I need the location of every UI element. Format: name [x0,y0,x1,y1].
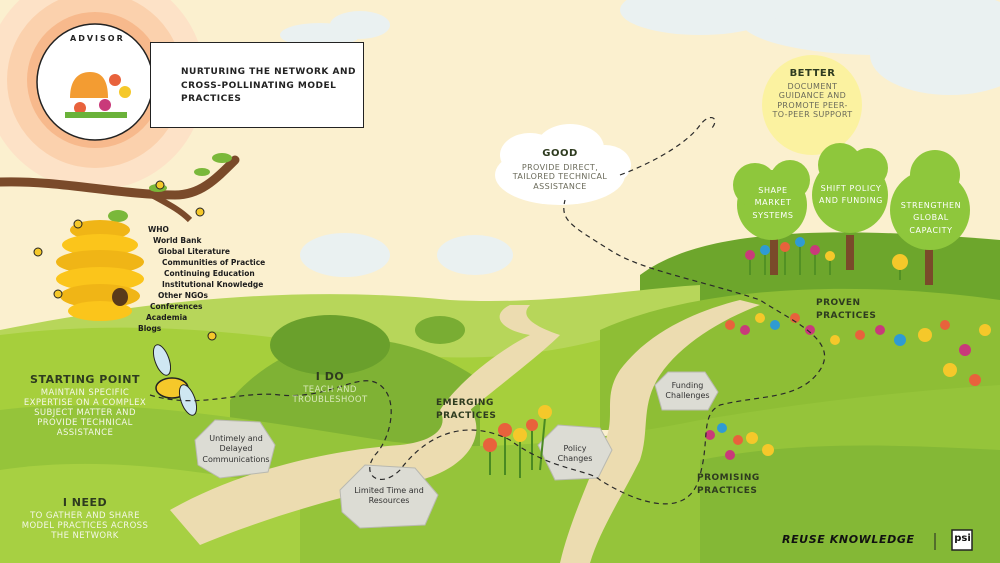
flower-icons [483,237,991,478]
rocks [194,371,719,529]
starting-point-title: STARTING POINT [30,373,140,386]
good-text: PROVIDE DIRECT, TAILORED TECHNICAL ASSIS… [512,163,608,191]
branch [0,153,240,223]
bush [270,315,390,375]
i-do-title: I DO [315,370,345,383]
source-academia: Academia [146,313,188,322]
advisor-badge [36,23,154,141]
emerging-practices-label: EMERGING PRACTICES [436,398,497,422]
psi-logo-box [951,529,973,551]
proven-practices-label: PROVEN PRACTICES [816,298,877,322]
better-glow [762,55,862,155]
obstacle-funding: Funding Challenges [665,381,710,401]
source-global-literature: Global Literature [158,247,230,256]
better-title: BETTER [789,68,836,79]
tree-shift-policy: SHIFT POLICY AND FUNDING [819,184,883,206]
obstacle-untimely: Untimely and Delayed Communications [202,434,270,464]
journey-path [149,199,826,505]
i-need-text: TO GATHER AND SHARE MODEL PRACTICES ACRO… [21,511,149,542]
footer-tagline: REUSE KNOWLEDGE [782,533,915,546]
source-continuing-education: Continuing Education [164,269,255,278]
dirt-path [170,300,760,563]
tree-shape-market: SHAPE MARKET SYSTEMS [752,186,794,220]
source-conferences: Conferences [150,302,203,311]
beehive-icon [56,220,144,321]
source-other-ngos: Other NGOs [158,291,208,300]
promising-practices-label: PROMISING PRACTICES [697,473,760,497]
bee-icons [33,180,217,416]
obstacle-policy: Policy Changes [557,444,593,464]
source-who: WHO [148,225,169,234]
psi-logo: psi [954,533,971,544]
good-cloud [495,124,631,205]
advisor-badge-label: ADVISOR [70,34,125,43]
tree-strengthen: STRENGTHEN GLOBAL CAPACITY [900,201,962,235]
journey-path-upper [619,117,716,176]
i-need-title: I NEED [62,496,108,509]
clouds [280,0,1000,277]
source-world-bank: World Bank [153,236,202,245]
bush-small [415,316,465,344]
tree-icons [733,143,970,285]
better-text: DOCUMENT GUIDANCE AND PROMOTE PEER-TO-PE… [772,82,853,120]
i-do-text: TEACH AND TROUBLESHOOT [292,385,368,406]
starting-point-text: MAINTAIN SPECIFIC EXPERTISE ON A COMPLEX… [23,388,147,439]
hill-front-right [700,445,1000,563]
source-institutional: Institutional Knowledge [162,280,264,289]
good-title: GOOD [542,148,578,159]
source-communities: Communities of Practice [162,258,266,267]
obstacle-limited-time: Limited Time and Resources [354,486,424,506]
advisor-title: NURTURING THE NETWORK AND CROSS-POLLINAT… [181,67,357,104]
advisor-title-box: NURTURING THE NETWORK AND CROSS-POLLINAT… [150,42,364,128]
source-blogs: Blogs [138,324,162,333]
